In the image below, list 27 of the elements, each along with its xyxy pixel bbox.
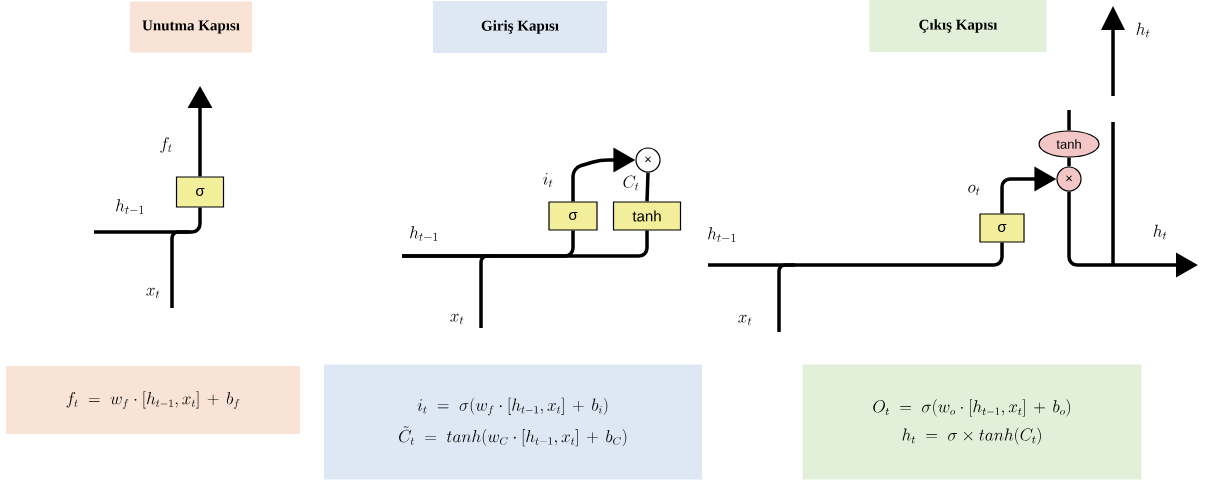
connector <box>402 230 649 258</box>
variable-label: $h_t$ <box>1136 22 1150 38</box>
connector <box>645 172 650 202</box>
variable-label: $o_t$ <box>968 184 980 196</box>
sigma-box: σ <box>979 213 1025 243</box>
heading-band: Unutma Kapısı <box>130 1 252 53</box>
variable-label: $h_{t-1}$ <box>116 199 144 214</box>
variable-label: $C_t$ <box>623 175 639 191</box>
connector <box>94 207 202 234</box>
formula-box: $f_t\;=\;w_f\cdot[h_{t-1},x_t]\,+\,b_f$ <box>6 366 300 434</box>
variable-label: $i_t$ <box>543 173 553 188</box>
variable-label: $x_t$ <box>450 313 464 325</box>
variable-label: $x_t$ <box>738 314 752 326</box>
connector <box>1067 157 1071 167</box>
tanh-box: tanh <box>612 201 682 231</box>
variable-label: $x_t$ <box>146 287 160 299</box>
variable-label: $h_{t-1}$ <box>708 227 736 242</box>
formula-box: $O_t\;=\;\sigma(w_o\cdot[h_{t-1},x_t]\,+\,b_o)$ $h_t\;=\;\sigma\times tanh(C_t)$ <box>802 364 1142 480</box>
sigma-box: σ <box>175 176 225 208</box>
variable-label: $h_{t-1}$ <box>410 226 438 241</box>
variable-label: $f_t$ <box>160 137 172 153</box>
heading-band: Çıkış Kapısı <box>869 0 1047 52</box>
heading-band: Giriş Kapısı <box>433 1 607 53</box>
sigma-box: σ <box>548 201 598 231</box>
formula-box: $i_t\;=\;\sigma\big(w_f\cdot[h_{t-1},x_t]\,+\,b_i\big)$ $\tilde{C}_t\;=\;tanh(w_C\cdot[h_{t-1},x_t]\,+\,b_C)$ <box>324 364 702 480</box>
connector <box>1067 110 1071 131</box>
variable-label: $h_t$ <box>1153 224 1167 240</box>
